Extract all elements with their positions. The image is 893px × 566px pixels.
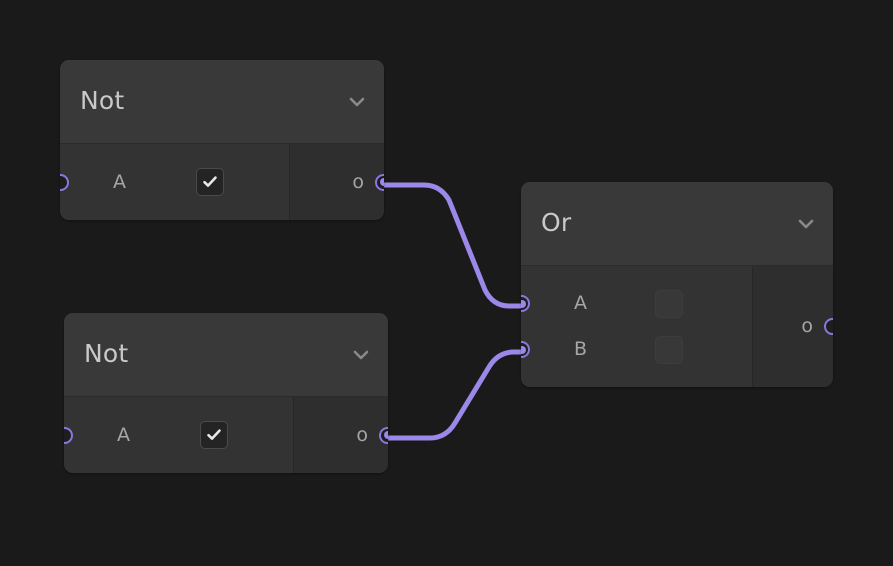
edge-not1-to-or-a [381, 182, 544, 309]
chevron-down-icon[interactable] [346, 91, 368, 113]
output-label-o: o [352, 170, 364, 193]
node-inputs: A [60, 144, 289, 220]
checkbox-a[interactable] [200, 421, 228, 449]
node-inputs: A [64, 397, 293, 473]
node-title: Or [541, 208, 572, 237]
output-port-o[interactable] [824, 318, 833, 335]
input-label-a: A [113, 170, 126, 193]
node-inputs: A B [521, 266, 752, 387]
node-body: A B [521, 266, 833, 387]
node-title: Not [84, 339, 129, 368]
node-body: A o [64, 397, 388, 473]
widget-slot [655, 335, 683, 364]
node-body: A o [60, 144, 384, 220]
node-header[interactable]: Not [64, 313, 388, 397]
checkbox-a[interactable] [196, 168, 224, 196]
input-label-b: B [574, 338, 588, 360]
node-outputs: o [289, 144, 384, 220]
chevron-down-icon[interactable] [795, 213, 817, 235]
input-label-a: A [117, 423, 130, 446]
node-not-2[interactable]: Not A [64, 313, 388, 473]
output-port-o[interactable] [379, 426, 388, 444]
output-row-o: o [294, 412, 388, 458]
chevron-down-icon[interactable] [350, 344, 372, 366]
widget-slot [655, 289, 683, 318]
edge-not2-to-or-b [385, 349, 544, 441]
input-port-a[interactable] [60, 173, 69, 191]
node-or-1[interactable]: Or A [521, 182, 833, 387]
node-not-1[interactable]: Not A [60, 60, 384, 220]
node-header[interactable]: Or [521, 182, 833, 266]
checkbox-a[interactable] [655, 289, 683, 318]
input-label-a: A [574, 292, 587, 314]
input-port-a[interactable] [64, 426, 73, 444]
node-title: Not [80, 86, 125, 115]
input-port-a[interactable] [521, 295, 530, 312]
input-row-a: A [521, 281, 752, 327]
output-row-o: o [753, 304, 833, 350]
output-label-o: o [356, 423, 368, 446]
widget-slot [196, 168, 224, 196]
input-row-b: B [521, 327, 752, 373]
input-port-b[interactable] [521, 341, 530, 358]
node-outputs: o [752, 266, 833, 387]
node-outputs: o [293, 397, 388, 473]
output-label-o: o [801, 315, 813, 337]
widget-slot [200, 421, 228, 449]
output-row-o: o [290, 159, 384, 205]
input-row-a: A [64, 412, 293, 458]
checkbox-b[interactable] [655, 335, 683, 364]
input-row-a: A [60, 159, 289, 205]
node-header[interactable]: Not [60, 60, 384, 144]
output-port-o[interactable] [375, 173, 384, 191]
